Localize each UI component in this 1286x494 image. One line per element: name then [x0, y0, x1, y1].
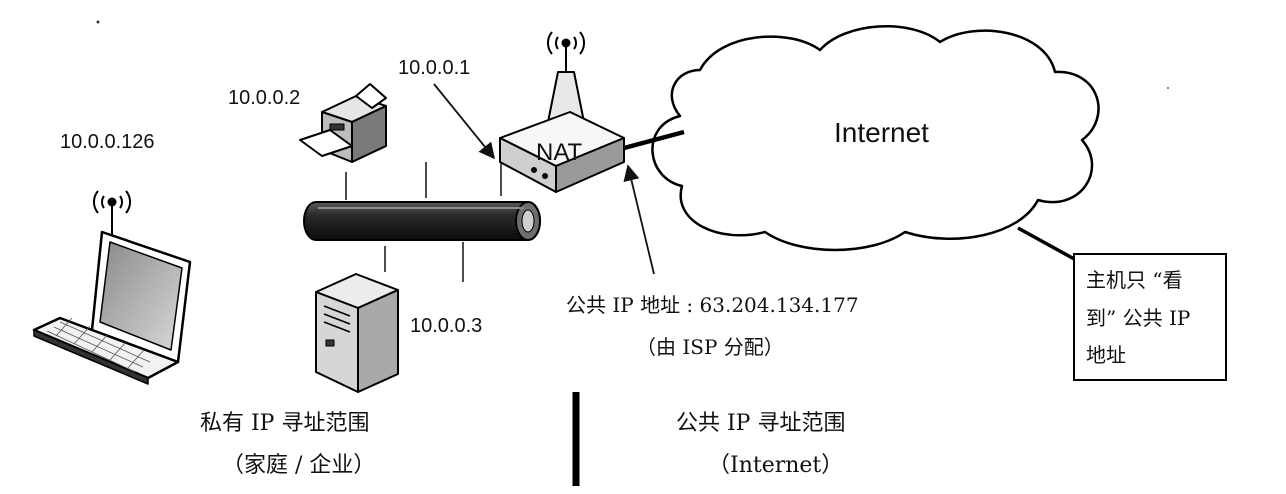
public-region-title: 公共 IP 寻址范围: [676, 411, 845, 436]
server-ip-label: 10.0.0.3: [410, 315, 482, 337]
router-label: NAT: [536, 139, 583, 166]
callout-line-2: 到” 公共 IP: [1086, 306, 1190, 330]
scan-speck: [96, 20, 100, 24]
internet-cloud: [651, 25, 1100, 252]
public-ip-label: 公共 IP 地址 : 63.204.134.177: [566, 293, 859, 317]
nat-router-icon: [499, 46, 625, 193]
callout-connector: [1017, 226, 1077, 262]
wan-link: [623, 129, 685, 151]
scan-speck: [1167, 87, 1169, 89]
private-region-subtitle: （家庭 / 企业）: [222, 453, 375, 478]
public-ip-source-label: （由 ISP 分配）: [636, 335, 784, 359]
printer-ip-label: 10.0.0.2: [228, 87, 300, 109]
laptop-wifi-icon: [93, 190, 131, 214]
private-region-title: 私有 IP 寻址范围: [200, 411, 369, 436]
cloud-label: Internet: [834, 117, 929, 148]
callout-line-3: 地址: [1086, 343, 1126, 367]
lan-backbone-pipe: [303, 201, 541, 241]
callout-line-1: 主机只 “看: [1086, 268, 1183, 292]
printer-icon: [299, 83, 387, 163]
laptop-ip-label: 10.0.0.126: [60, 131, 155, 153]
laptop-icon: [32, 204, 192, 385]
router-wifi-icon: [547, 31, 585, 55]
private-ip-arrow: [433, 83, 496, 160]
server-icon: [315, 273, 399, 393]
public-region-subtitle: （Internet）: [708, 453, 843, 478]
callout-box: [1073, 253, 1227, 381]
public-ip-arrow: [623, 164, 655, 275]
router-private-ip-label: 10.0.0.1: [398, 57, 470, 79]
